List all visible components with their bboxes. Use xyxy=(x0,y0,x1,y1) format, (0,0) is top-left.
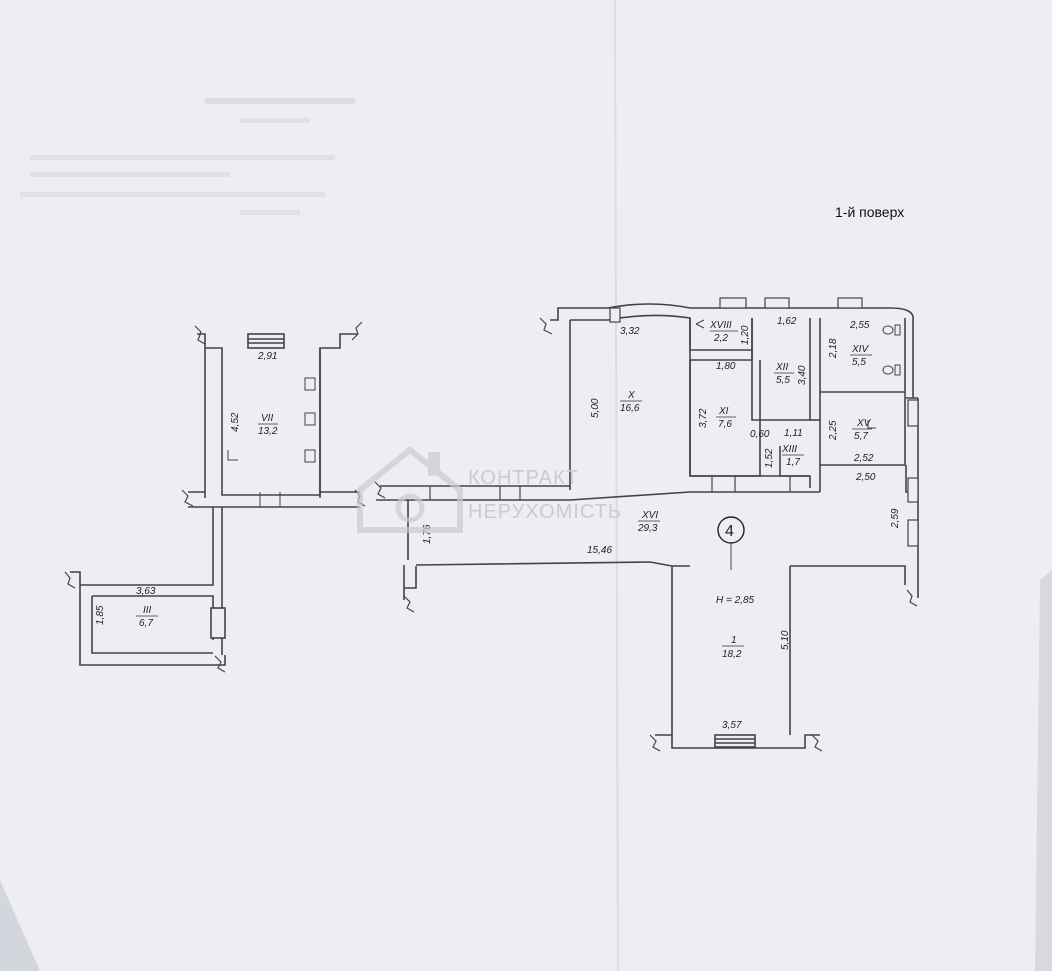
room-vii xyxy=(188,333,360,508)
room-xii-name: XII xyxy=(775,362,788,373)
room-xiii-height: 1,52 xyxy=(764,448,775,468)
room-xvi-dim-176: 1,76 xyxy=(422,524,433,544)
room-vii-height: 4,52 xyxy=(230,412,241,432)
room-iii-area: 6,7 xyxy=(139,618,153,629)
room-xiv-name: XIV xyxy=(851,344,869,355)
room-xv-width: 2,52 xyxy=(853,453,874,464)
room-iii-width: 3,63 xyxy=(136,586,156,597)
room-vii-area: 13,2 xyxy=(258,426,278,437)
room-xviii-name: XVIII xyxy=(709,320,732,331)
room-xiv-area: 5,5 xyxy=(852,357,866,368)
room-i-width: 3,57 xyxy=(722,720,742,731)
room-xi-dim-small: 0,60 xyxy=(750,429,770,440)
room-xii-height: 3,40 xyxy=(797,365,808,385)
room-xii-width: 1,62 xyxy=(777,316,797,327)
room-x-name: X xyxy=(627,390,635,401)
room-i-name: 1 xyxy=(731,635,737,646)
toilet-fixtures xyxy=(867,324,901,429)
partitions xyxy=(689,318,918,493)
room-x-height: 5,00 xyxy=(590,398,601,418)
scan-shadow xyxy=(0,880,40,971)
paper-fold xyxy=(614,0,619,971)
room-xvi-area: 29,3 xyxy=(637,523,658,534)
room-xiii-name: XIII xyxy=(781,444,797,455)
watermark-line1: КОНТРАКТ xyxy=(468,467,579,489)
watermark-line2: НЕРУХОМІСТЬ xyxy=(468,501,622,523)
room-xiv-width: 2,55 xyxy=(849,320,870,331)
room-xvi-dim-259: 2,59 xyxy=(890,508,901,529)
room-xiii-width: 1,11 xyxy=(784,428,803,439)
room-xv-area: 5,7 xyxy=(854,431,868,442)
room-xvi-dim-250: 2,50 xyxy=(855,472,876,483)
section-marker: 4 xyxy=(725,523,734,540)
room-xviii-dim: 1,20 xyxy=(740,325,751,345)
faded-header-text xyxy=(20,98,355,215)
room-xviii-area: 2,2 xyxy=(713,333,728,344)
room-xv-name: XV xyxy=(856,418,872,429)
watermark-logo xyxy=(357,446,463,533)
room-xiv-height: 2,18 xyxy=(828,338,839,359)
room-vii-width: 2,91 xyxy=(257,351,277,362)
room-xv-height: 2,25 xyxy=(828,420,839,441)
room-i-area: 18,2 xyxy=(722,649,742,660)
room-xi-area: 7,6 xyxy=(718,419,732,430)
room-vii-name: VII xyxy=(261,413,273,424)
room-x-area: 16,6 xyxy=(620,403,640,414)
corridor-openings xyxy=(429,476,791,500)
floor-label: 1-й поверх xyxy=(835,204,904,220)
room-xvi-name: XVI xyxy=(641,510,658,521)
room-x-width: 3,32 xyxy=(620,326,640,337)
room-xi-name: XI xyxy=(718,406,729,417)
room-xii-area: 5,5 xyxy=(776,375,790,386)
paper-edge-shadow xyxy=(1035,570,1052,971)
room-iii xyxy=(70,571,226,666)
room-xi-height: 3,72 xyxy=(698,408,709,428)
room-xiii-area: 1,7 xyxy=(786,457,800,468)
room-iii-name: III xyxy=(143,605,152,616)
room-xvi-length: 15,46 xyxy=(587,545,612,556)
room-xi-width: 1,80 xyxy=(716,361,736,372)
top-windows xyxy=(609,297,919,547)
height-note: H = 2,85 xyxy=(716,595,755,606)
room-i-height: 5,10 xyxy=(780,630,791,650)
room-iii-height: 1,85 xyxy=(95,605,106,625)
